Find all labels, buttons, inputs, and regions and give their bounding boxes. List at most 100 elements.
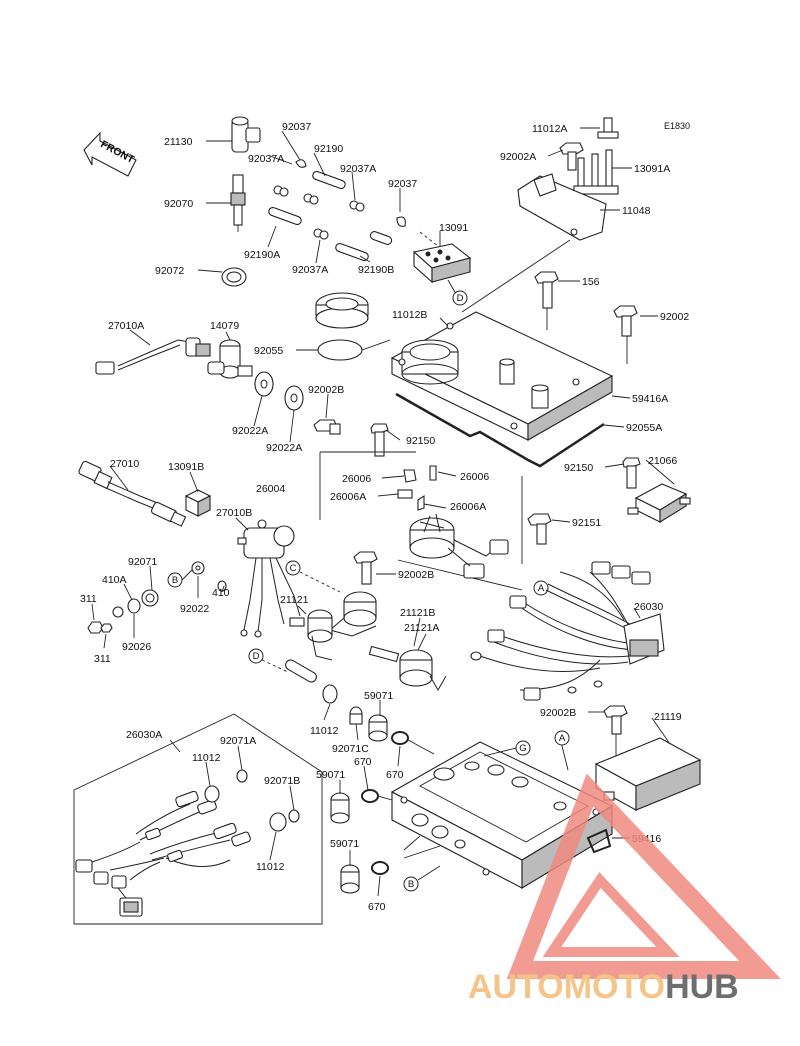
label-11012-b: 11012: [192, 752, 221, 764]
watermark-text: AUTOMOTOHUB: [468, 968, 739, 1006]
gasket-92055A: [395, 392, 605, 468]
spark-plug-cap: [231, 116, 261, 153]
label-13091A: 13091A: [634, 163, 670, 175]
label-11012A: 11012A: [532, 123, 567, 135]
screw-92150-a: [370, 423, 389, 457]
sub-harness-26030A: [75, 790, 251, 917]
bolt-92151: [527, 513, 552, 545]
gasket-59416: [586, 828, 612, 854]
label-311-b: 311: [94, 653, 111, 665]
solenoid-14079: [207, 339, 253, 379]
label-26006: 26006: [342, 473, 371, 485]
bolt-156: [534, 271, 559, 309]
label-59071-b: 59071: [316, 769, 345, 781]
label-21121: 21121: [280, 594, 309, 606]
diagram-code: E1830: [664, 121, 690, 131]
callout-a-harness: [533, 580, 549, 596]
label-26030A: 26030A: [126, 729, 162, 741]
label-92190A: 92190A: [244, 249, 280, 261]
label-27010A: 27010A: [108, 320, 144, 332]
clamp-92072: [221, 267, 247, 287]
bolt-92002B-b: [353, 551, 378, 585]
sensor-27010: [78, 460, 187, 527]
callout-d-top: [452, 290, 468, 306]
label-11012B: 11012B: [392, 309, 427, 321]
label-59416A: 59416A: [632, 393, 668, 405]
grommets-sub: [204, 769, 300, 832]
sensor-27010A: [95, 337, 211, 375]
label-59071-c: 59071: [330, 838, 359, 850]
starter-relay-27010B: [237, 519, 301, 638]
fitting-59071-c: [340, 864, 360, 894]
label-27010: 27010: [110, 458, 139, 470]
callout-a-case-label: A: [559, 733, 566, 744]
label-92070: 92070: [164, 198, 193, 210]
label-92150-b: 92150: [564, 462, 593, 474]
label-92037A-c: 92037A: [292, 264, 328, 276]
callout-c-label: C: [290, 563, 297, 574]
filler-cap: [315, 292, 369, 329]
watermark-part2: HUB: [665, 968, 739, 1006]
label-92037A: 92037A: [248, 153, 284, 165]
label-27010B: 27010B: [216, 507, 252, 519]
label-26006-b: 26006: [460, 471, 489, 483]
label-11012-c: 11012: [256, 861, 285, 873]
label-670-b: 670: [354, 756, 372, 768]
label-13091B: 13091B: [168, 461, 204, 473]
front-arrow: FRONT: [83, 131, 137, 177]
ignition-coil-a: [328, 591, 377, 637]
label-59071: 59071: [364, 690, 393, 702]
label-26006A-b: 26006A: [450, 501, 486, 513]
connector-13091B: [184, 489, 212, 517]
label-92071: 92071: [128, 556, 157, 568]
bolt-92002B: [313, 419, 341, 435]
screw-92150-b: [622, 457, 641, 489]
callout-a-case: [554, 730, 570, 746]
small-parts-left: [87, 561, 227, 634]
label-92055A: 92055A: [626, 422, 662, 434]
terminal-11012A: [597, 117, 619, 139]
sub-harness-frame: [73, 713, 323, 925]
terminal-bar-13091A: [573, 149, 619, 195]
regulator-21066: [627, 483, 691, 523]
label-92072: 92072: [155, 265, 184, 277]
label-13091: 13091: [439, 222, 468, 234]
label-311: 311: [80, 593, 97, 605]
label-92022: 92022: [180, 603, 209, 615]
label-11012: 11012: [310, 725, 339, 737]
label-156: 156: [582, 276, 600, 288]
connector-13091: [412, 243, 472, 284]
callout-b-case: [403, 876, 419, 892]
label-92022A-b: 92022A: [266, 442, 302, 454]
callout-d-mid: [248, 648, 264, 664]
igniter-21119: [594, 737, 702, 811]
switch-26006: [397, 465, 509, 579]
plug-92071C: [349, 706, 363, 725]
fitting-59071-b: [330, 792, 350, 824]
label-26006A: 26006A: [330, 491, 366, 503]
callout-a-harness-label: A: [538, 583, 545, 594]
label-21066: 21066: [648, 455, 677, 467]
label-14079: 14079: [210, 320, 239, 332]
callout-d-mid-label: D: [253, 651, 260, 662]
label-92037: 92037: [282, 121, 311, 133]
label-92026: 92026: [122, 641, 151, 653]
o-ring-670-c: [371, 861, 389, 875]
ignition-coil-c: [368, 645, 447, 692]
callout-c: [285, 560, 301, 576]
washers-92022A: [254, 371, 304, 411]
label-670-c: 670: [368, 901, 386, 913]
cap-d-part: [285, 659, 338, 704]
label-92002B-b: 92002B: [398, 569, 434, 581]
electrical-box-cover: [390, 311, 614, 441]
callout-b-case-label: B: [408, 879, 414, 890]
callout-d-top-label: D: [457, 293, 464, 304]
label-21121A: 21121A: [404, 622, 439, 634]
label-21130: 21130: [164, 136, 193, 148]
label-92002A: 92002A: [500, 151, 536, 163]
label-92150: 92150: [406, 435, 435, 447]
label-21119: 21119: [654, 711, 682, 723]
spark-plug: [230, 174, 246, 232]
label-92037A-b: 92037A: [340, 163, 376, 175]
